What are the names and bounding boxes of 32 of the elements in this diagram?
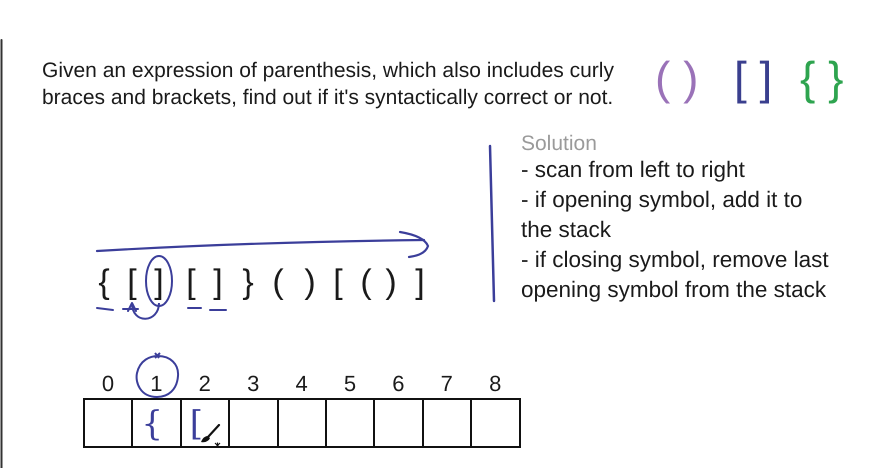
expression-symbol: (: [355, 262, 377, 302]
problem-statement: Given an expression of parenthesis, which also includes curly braces and brackets, find out if it's syntactically correct or not.: [42, 58, 615, 111]
index-label: 3: [246, 373, 260, 395]
expression-symbol: (: [267, 262, 289, 302]
index-label: 4: [294, 373, 309, 395]
index-label: 2: [198, 373, 212, 395]
expression-symbol: [: [121, 262, 143, 302]
curved-arrow: [128, 302, 160, 320]
stack-symbol: [: [190, 404, 204, 444]
stack-symbol: {: [141, 404, 164, 444]
index-label: 8: [488, 373, 502, 395]
index-label: 1: [149, 373, 164, 395]
expression-symbol: ]: [409, 262, 431, 302]
curly-braces-symbol: { }: [800, 51, 844, 106]
solution-step: - scan from left to right: [521, 155, 833, 185]
section-heading: Solution: [521, 131, 597, 157]
expression-symbol: [: [327, 262, 349, 302]
solution-step: - if closing symbol, remove last opening symbol from the stack: [521, 245, 833, 305]
expression-symbol: {: [93, 262, 115, 302]
index-label: 6: [391, 373, 406, 395]
expression-symbol: ]: [148, 262, 170, 302]
solution-step: - if opening symbol, add it to the stack: [521, 185, 833, 245]
expression-symbol: }: [237, 262, 259, 302]
index-label: 0: [101, 373, 115, 395]
expression-symbol: ]: [207, 262, 229, 302]
expression-symbol: ): [299, 262, 321, 302]
index-label: 5: [343, 373, 357, 395]
square-brackets-symbol: [ ]: [734, 51, 772, 106]
expression-symbol: [: [180, 262, 202, 302]
index-label: 7: [440, 373, 454, 395]
parentheses-symbol: ( ): [655, 51, 698, 106]
expression-symbol: ): [380, 262, 402, 302]
